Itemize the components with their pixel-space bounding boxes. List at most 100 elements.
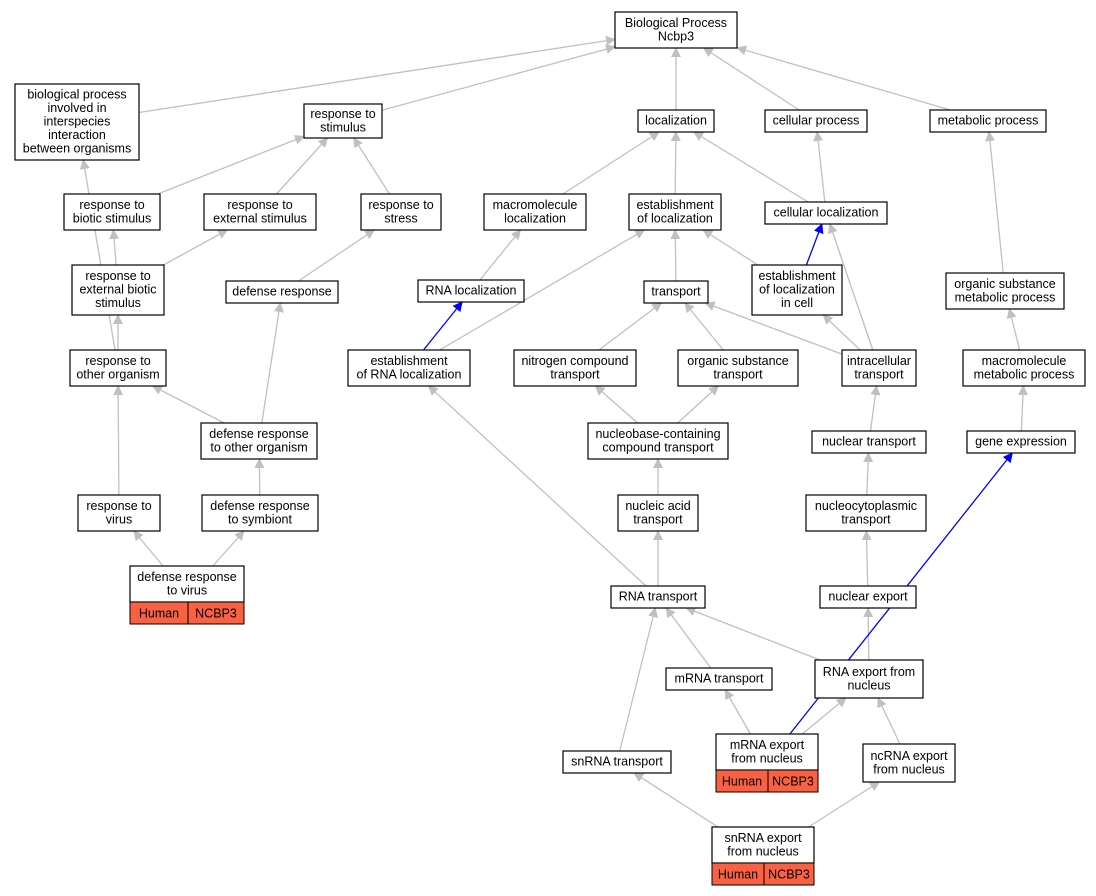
node-box	[77, 494, 161, 532]
node-label-line: transport	[713, 367, 763, 381]
node-box	[513, 349, 637, 387]
node-box	[665, 667, 773, 691]
node-label-line: nuclear export	[828, 590, 908, 604]
node-label-line: response to	[368, 198, 433, 212]
node-box	[347, 349, 471, 387]
edge-mefn-to-mrt	[724, 689, 751, 735]
node-label-line: RNA export from	[823, 665, 915, 679]
edge-ml-to-loc	[562, 131, 660, 195]
edge-rtoo-to-bpii	[79, 159, 116, 351]
node-box	[610, 585, 706, 609]
node-label-line: compound transport	[602, 440, 714, 454]
node-label-line: of localization	[759, 283, 835, 297]
gene-label: NCBP3	[768, 868, 810, 882]
node-label-line: response to	[79, 198, 144, 212]
node-box	[614, 11, 738, 49]
node-label-line: establishment	[636, 198, 714, 212]
edge-rl-to-ml	[479, 229, 522, 281]
node-label-line: transport	[633, 512, 683, 526]
node-label-line: cellular process	[773, 114, 860, 128]
go-term-node[interactable]: cellular localization	[764, 201, 888, 225]
node-box	[303, 103, 383, 139]
node-label-line: establishment	[758, 269, 836, 283]
node-label-line: involved in	[47, 101, 106, 115]
node-label-line: localization	[504, 211, 566, 225]
node-label-line: from nucleus	[727, 844, 799, 858]
node-box	[677, 349, 799, 387]
node-label-line: Ncbp3	[658, 29, 694, 43]
node-label-line: from nucleus	[731, 751, 803, 765]
go-term-node[interactable]: localization	[637, 109, 715, 133]
edge-mefn-to-refn	[801, 697, 847, 735]
edge-osmp-to-mp	[985, 131, 1004, 274]
node-box	[628, 193, 722, 231]
node-label-line: biological process	[27, 88, 126, 102]
node-box	[966, 430, 1076, 454]
node-label-line: defense response	[232, 285, 331, 299]
node-box	[587, 422, 729, 460]
node-label-line: response to	[85, 269, 150, 283]
edge-eol-to-loc	[670, 131, 681, 195]
node-label-line: external stimulus	[213, 211, 307, 225]
node-label-line: defense response	[209, 427, 308, 441]
go-term-node[interactable]: mRNA transport	[665, 667, 773, 691]
gene-cell	[767, 769, 819, 793]
node-label-line: external biotic	[79, 283, 156, 297]
node-label-line: transport	[841, 512, 891, 526]
node-box	[562, 750, 672, 774]
go-term-node[interactable]: metabolic process	[929, 109, 1047, 133]
go-term-node[interactable]: RNA transport	[610, 585, 706, 609]
edge-elc-to-eol	[702, 229, 759, 266]
go-term-node[interactable]: RNA localization	[417, 279, 525, 303]
node-label-line: stress	[384, 211, 417, 225]
go-term-node[interactable]: cellular process	[764, 109, 868, 133]
edge-ost-to-tr	[684, 302, 724, 351]
edge-it-to-elc	[822, 314, 861, 351]
go-term-node[interactable]: defense response	[225, 280, 339, 304]
go-term-node[interactable]: snRNA transport	[562, 750, 672, 774]
edge-drv-to-drs	[212, 530, 245, 567]
edge-it-to-tr	[704, 301, 843, 355]
gene-cell	[187, 601, 245, 625]
node-box	[69, 349, 167, 387]
node-box	[483, 193, 587, 231]
edge-dr-to-rtst	[298, 229, 376, 282]
node-label-line: nucleobase-containing	[595, 427, 720, 441]
edge-cp-to-bp	[702, 47, 800, 111]
go-term-node[interactable]: gene expression	[966, 430, 1076, 454]
edge-droo-to-dr	[261, 302, 284, 424]
go-term-node[interactable]: nuclear transport	[811, 430, 927, 454]
node-label-line: organic substance	[687, 354, 789, 368]
go-term-node[interactable]: nuclear export	[819, 585, 917, 609]
go-term-node[interactable]: transport	[643, 280, 709, 304]
edges-layer	[79, 35, 1028, 828]
